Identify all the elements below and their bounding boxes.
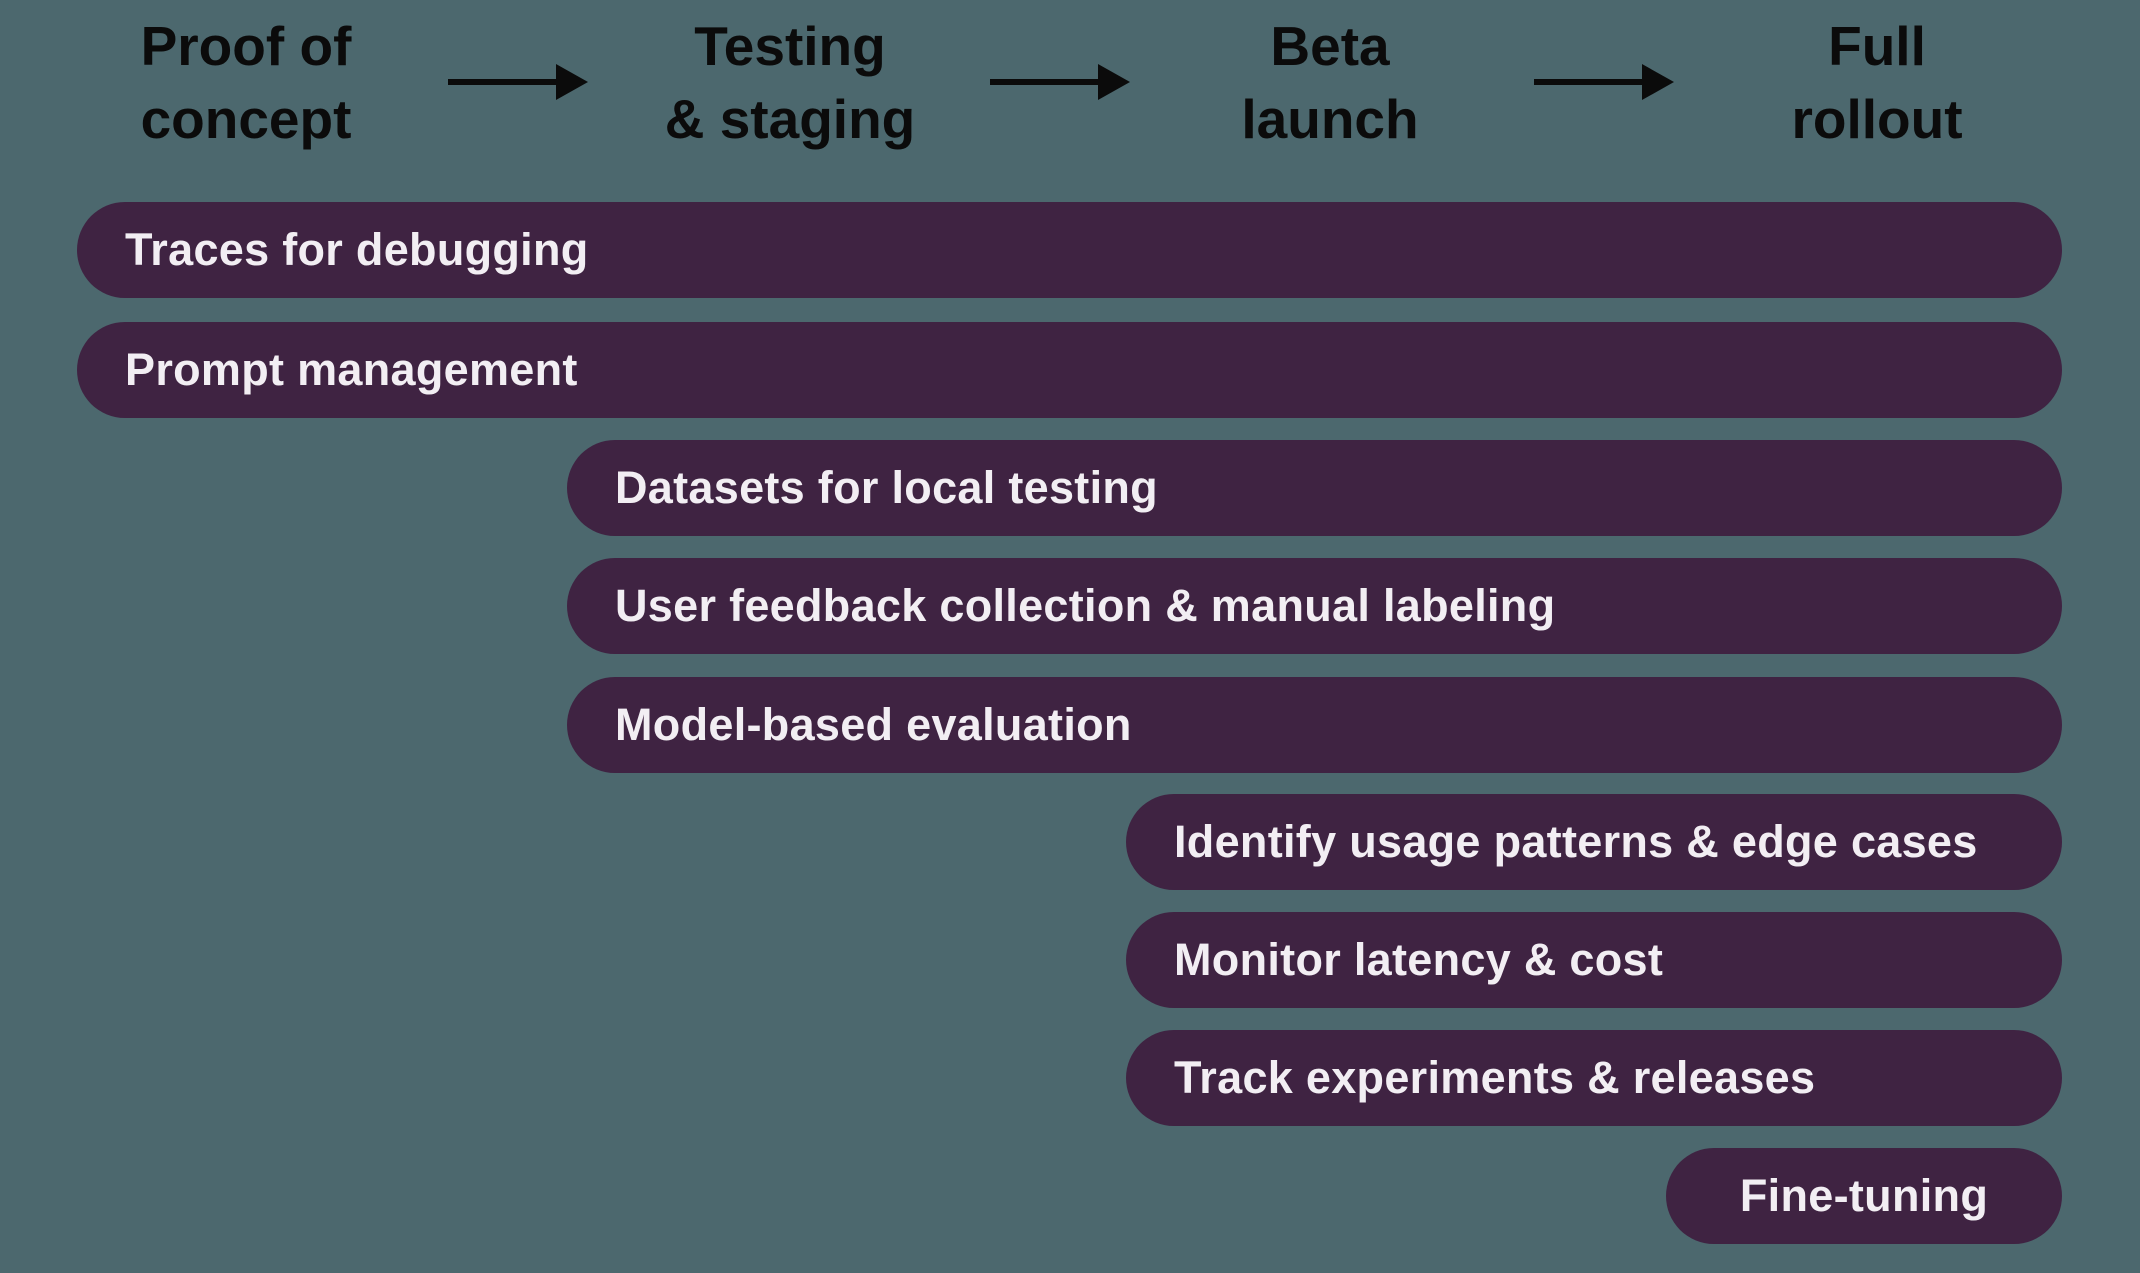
bar-label: Traces for debugging <box>125 224 589 275</box>
bar-label: Fine-tuning <box>1739 1170 1989 1221</box>
bar-label: Track experiments & releases <box>1174 1052 1816 1103</box>
phase-label-full-rollout: Full rollout <box>1791 15 1963 150</box>
bar-datasets-for-local-testing: Datasets for local testing <box>567 440 2062 536</box>
phase-label-testing-staging: Testing & staging <box>664 15 916 150</box>
bar-traces-for-debugging: Traces for debugging <box>77 202 2062 298</box>
bar-user-feedback-collection-manual-labeling: User feedback collection & manual labeli… <box>567 558 2062 654</box>
bar-label: Monitor latency & cost <box>1174 934 1664 985</box>
phase-label-proof-of-concept: Proof of concept <box>140 15 352 150</box>
bar-model-based-evaluation: Model-based evaluation <box>567 677 2062 773</box>
bar-identify-usage-patterns-edge-cases: Identify usage patterns & edge cases <box>1126 794 2062 890</box>
bar-label: Identify usage patterns & edge cases <box>1174 816 1978 867</box>
arrow-right-icon <box>1534 64 1674 100</box>
arrow-right-icon <box>990 64 1130 100</box>
bar-label: Model-based evaluation <box>615 699 1132 750</box>
bar-prompt-management: Prompt management <box>77 322 2062 418</box>
bar-label: Prompt management <box>125 344 578 395</box>
phase-label-beta-launch: Beta launch <box>1241 15 1419 150</box>
bar-track-experiments-releases: Track experiments & releases <box>1126 1030 2062 1126</box>
bar-monitor-latency-cost: Monitor latency & cost <box>1126 912 2062 1008</box>
bar-label: User feedback collection & manual labeli… <box>615 580 1556 631</box>
bar-fine-tuning: Fine-tuning <box>1666 1148 2062 1244</box>
arrow-right-icon <box>448 64 588 100</box>
bar-label: Datasets for local testing <box>615 462 1158 513</box>
